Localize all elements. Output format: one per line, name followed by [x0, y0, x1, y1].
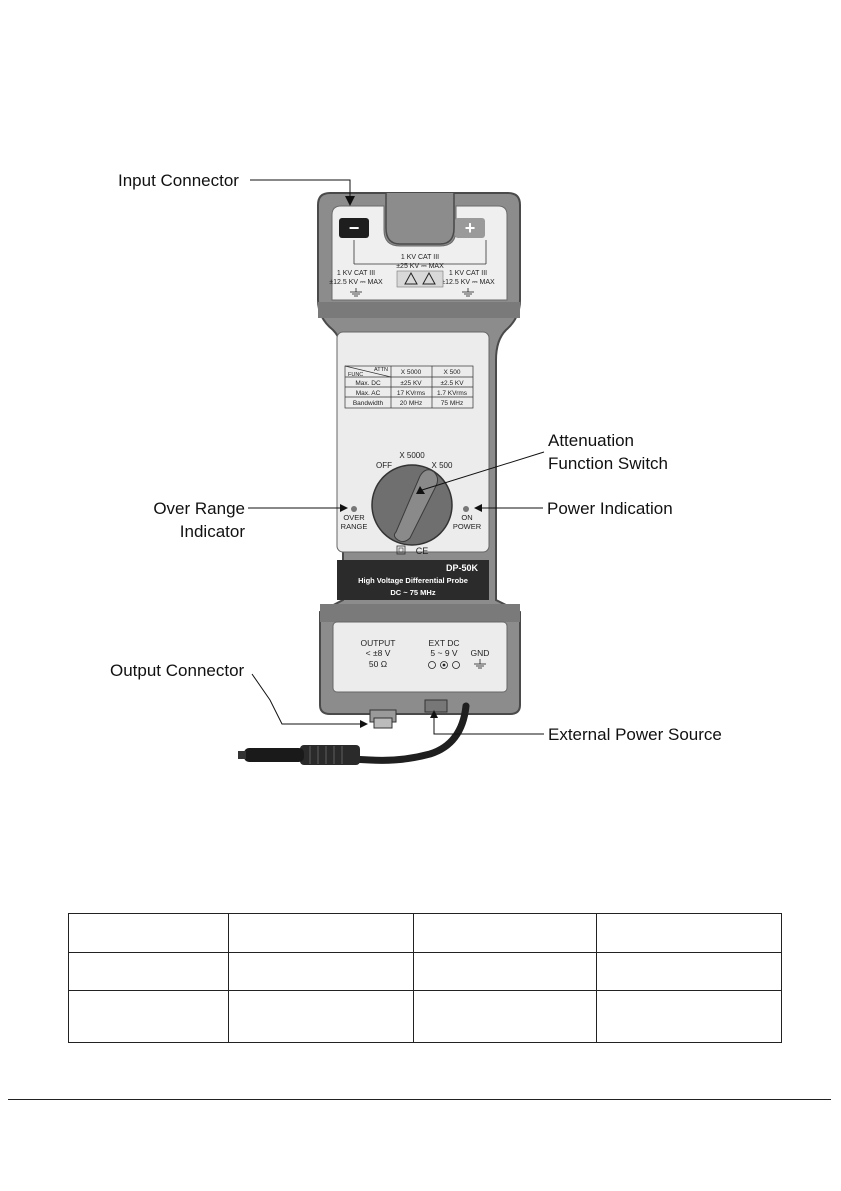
spec-cell: 75 MHz [441, 400, 463, 407]
range-label: DC ~ 75 MHz [390, 588, 435, 597]
table-row [68, 990, 782, 1043]
label-band [337, 560, 489, 600]
on-label-2: POWER [453, 522, 482, 531]
extdc-label-2: 5 ~ 9 V [430, 648, 458, 658]
callout-power-indication: Power Indication [547, 499, 673, 518]
spec-cell: ±25 KV [400, 380, 422, 387]
cable-boot [300, 745, 360, 765]
table-cell [596, 913, 782, 953]
spec-cell: 20 MHz [400, 400, 422, 407]
table-cell [596, 990, 782, 1043]
extdc-label-1: EXT DC [428, 638, 459, 648]
table-cell [68, 952, 229, 991]
cat-center-1: 1 KV CAT III [401, 254, 439, 261]
power-led [463, 506, 469, 512]
cat-left-2: ±12.5 KV ⎓ MAX [329, 279, 383, 286]
callout-input-connector: Input Connector [118, 171, 239, 190]
minus-terminal [339, 218, 369, 238]
output-label-2: < ±8 V [366, 648, 391, 658]
model-label: DP-50K [446, 563, 479, 573]
spec-header-func: FUNC [348, 372, 363, 378]
lower-band [320, 604, 520, 622]
spec-cell: 1.7 KVrms [437, 390, 468, 397]
switch-label-x5000: X 5000 [399, 451, 425, 460]
spec-cell: 17 KVrms [397, 390, 426, 397]
spec-col-x500: X 500 [444, 369, 461, 376]
gnd-label: GND [471, 648, 490, 658]
spec-table [344, 365, 474, 409]
spec-row-label: Bandwidth [353, 400, 384, 407]
ground-icon [350, 288, 362, 297]
over-label-2: RANGE [341, 522, 368, 531]
ce-mark: CE [416, 546, 429, 556]
product-name: High Voltage Differential Probe [358, 576, 468, 585]
table-cell [413, 952, 597, 991]
cat-left-1: 1 KV CAT III [337, 270, 375, 277]
callout-over-range-1: Over Range [153, 499, 245, 518]
table-cell [68, 990, 229, 1043]
banana-plug [244, 748, 304, 762]
output-label-3: 50 Ω [369, 659, 387, 669]
table-cell [596, 952, 782, 991]
table-cell [413, 913, 597, 953]
over-range-led [351, 506, 357, 512]
double-insulation-icon [396, 545, 406, 555]
on-label-1: ON [461, 513, 472, 522]
spec-col-x5000: X 5000 [401, 369, 422, 376]
switch-label-off: OFF [376, 461, 392, 470]
upper-band [318, 302, 520, 318]
callout-over-range-2: Indicator [180, 522, 246, 541]
callout-external-power: External Power Source [548, 725, 722, 744]
output-label-1: OUTPUT [361, 638, 396, 648]
cat-center-2: ±25 KV ⎓ MAX [396, 263, 444, 270]
probe-figure: − + 1 KV CAT III ±25 KV ⎓ MAX 1 KV CAT I… [110, 171, 722, 765]
table-cell [228, 913, 414, 953]
dc-jack [424, 699, 448, 713]
input-slot [385, 193, 455, 245]
ground-icon [474, 659, 486, 669]
table-cell [228, 990, 414, 1043]
callout-output-connector: Output Connector [110, 661, 245, 680]
warning-icon [422, 271, 436, 285]
plus-terminal [455, 218, 485, 238]
spec-header-attn: ATTN [374, 367, 388, 373]
minus-symbol: − [349, 218, 360, 238]
table-row [68, 913, 782, 953]
cat-right-1: 1 KV CAT III [449, 270, 487, 277]
table-row [68, 952, 782, 991]
polarity-icon [428, 661, 460, 669]
spec-cell: ±2.5 KV [440, 380, 464, 387]
table-cell [68, 913, 229, 953]
callout-attenuation-1: Attenuation [548, 431, 634, 450]
cat-right-2: ±12.5 KV ⎓ MAX [441, 279, 495, 286]
power-cable [326, 702, 470, 764]
ground-icon [462, 288, 474, 297]
callout-attenuation-2: Function Switch [548, 454, 668, 473]
switch-label-x500: X 500 [432, 461, 453, 470]
spec-row-label: Max. AC [356, 390, 381, 397]
over-label-1: OVER [343, 513, 365, 522]
plus-symbol: + [465, 218, 476, 238]
blank-table [68, 913, 782, 1043]
table-cell [413, 990, 597, 1043]
spec-row-label: Max. DC [355, 380, 381, 387]
bottom-panel [332, 621, 508, 693]
table-cell [228, 952, 414, 991]
warning-icon [404, 271, 418, 285]
footer-rule [8, 1099, 831, 1100]
